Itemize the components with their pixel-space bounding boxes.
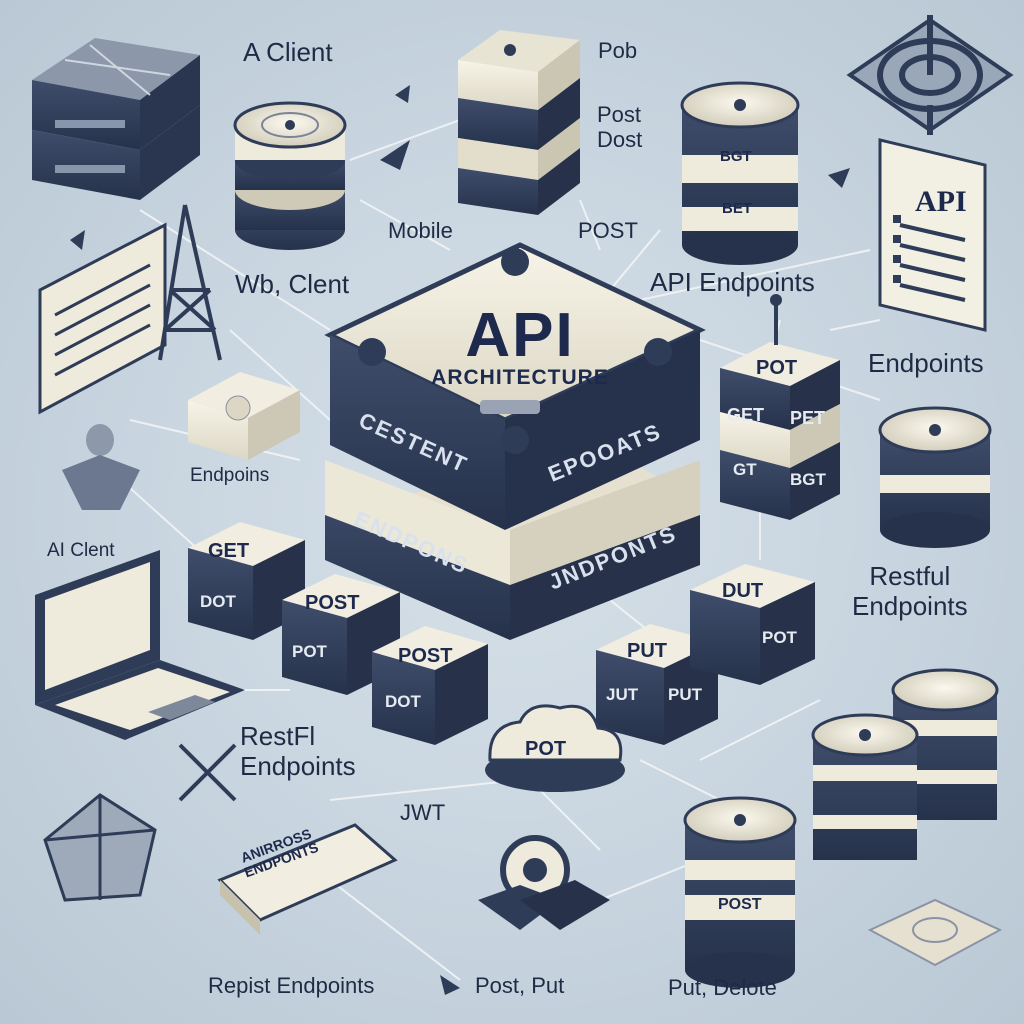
database-icon [811, 713, 919, 860]
network-icon [43, 793, 157, 902]
shield-icon [867, 898, 1003, 967]
label-mobile: Mobile [388, 218, 453, 243]
database-icon [878, 406, 992, 548]
tag-db-bottom: POST [718, 896, 762, 913]
label-ai-clent: AI Clent [47, 540, 115, 561]
tag-stack-bgt: BGT [790, 470, 826, 489]
tag-dut-bottom: POT [762, 628, 797, 647]
tag-db-b: BET [722, 200, 752, 217]
post-cube [372, 626, 488, 745]
api-hub [324, 242, 706, 640]
label-post-dost: Post Dost [597, 102, 643, 153]
label-post-put: Post, Put [475, 973, 565, 998]
tag-stack-pet: PET [790, 408, 826, 428]
tag-put-a-right: PUT [668, 685, 702, 704]
label-repist: Repist Endpoints [208, 973, 375, 998]
database-icon [680, 81, 800, 265]
radio-tower-icon [158, 204, 222, 361]
label-endpoins-left: Endpoins [190, 465, 270, 486]
label-api-endpoints: API Endpoints [650, 267, 815, 297]
tag-post-b-bottom: DOT [385, 692, 421, 711]
label-pob: Pob [598, 38, 638, 63]
tag-stack-top: POT [756, 357, 798, 379]
label-restful-right: Restful Endpoints [852, 561, 968, 621]
label-post-mid: POST [578, 218, 638, 243]
pointer-icon [70, 85, 850, 995]
endpoint-stack-icon [720, 294, 840, 520]
tag-cloud: POT [525, 738, 567, 760]
label-restfl-left: RestFl Endpoints [240, 721, 356, 781]
tag-stack-get: GET [727, 405, 765, 425]
laptop-icon [35, 550, 245, 740]
tag-post-a-bottom: POT [292, 642, 327, 661]
gateway-icon [178, 743, 237, 802]
tag-doc-api: API [915, 185, 967, 218]
tag-dut: DUT [722, 580, 764, 602]
server-rack-icon [32, 38, 200, 200]
web-client-icon [38, 222, 167, 415]
tag-post-b: POST [398, 645, 453, 667]
tag-put-a-left: JUT [606, 685, 639, 704]
diagram-subtitle: ARCHITECTURE [431, 366, 609, 389]
target-icon [846, 15, 1014, 135]
tag-put-a: PUT [627, 640, 667, 662]
diagram-title: API [465, 301, 575, 370]
database-icon [683, 796, 797, 988]
tag-stack-gt: GT [733, 460, 757, 479]
cloud-icon [485, 704, 625, 792]
tag-post-a: POST [305, 592, 360, 614]
tag-db-a: BGT [720, 148, 752, 165]
database-icon [233, 101, 347, 250]
sign-icon [217, 823, 398, 935]
label-jwt: JWT [400, 800, 446, 825]
tag-get: GET [208, 540, 250, 562]
label-endpoints-right: Endpoints [868, 348, 984, 378]
label-wb-client: Wb, Clent [235, 269, 350, 299]
gear-icon [478, 835, 610, 930]
tag-get-bottom: DOT [200, 592, 236, 611]
label-put-delete: Put, Delote [668, 975, 777, 1000]
gateway-icon [188, 372, 300, 460]
label-client-top: A Client [243, 37, 333, 67]
server-stack-icon [458, 30, 580, 215]
document-icon [878, 138, 987, 332]
dut-cube [690, 564, 815, 685]
ai-client-icon [62, 424, 140, 510]
